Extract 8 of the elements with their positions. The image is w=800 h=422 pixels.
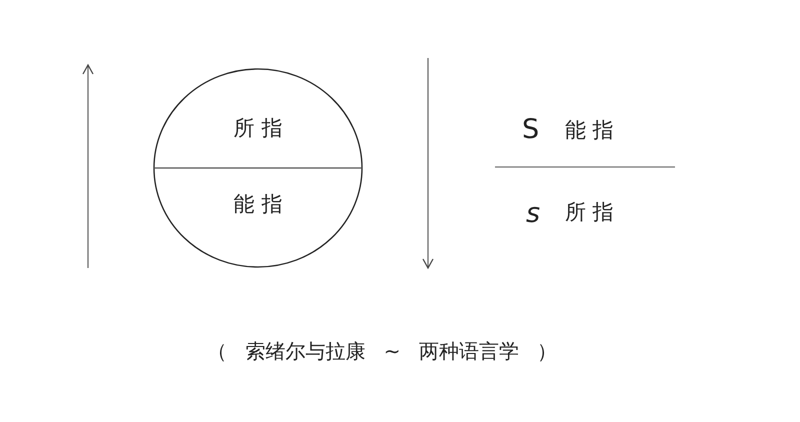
split-circle (153, 68, 363, 268)
circle-text: 能 指 (234, 194, 282, 215)
circle-text: 所 指 (234, 118, 282, 139)
term-label: 能 指 (565, 120, 614, 141)
term-label: 所 指 (565, 202, 614, 223)
symbol-label: s (526, 200, 540, 227)
symbol-label: S (522, 116, 540, 143)
caption: （ 索绪尔与拉康 ~ 两种语言学 ） (207, 341, 558, 361)
